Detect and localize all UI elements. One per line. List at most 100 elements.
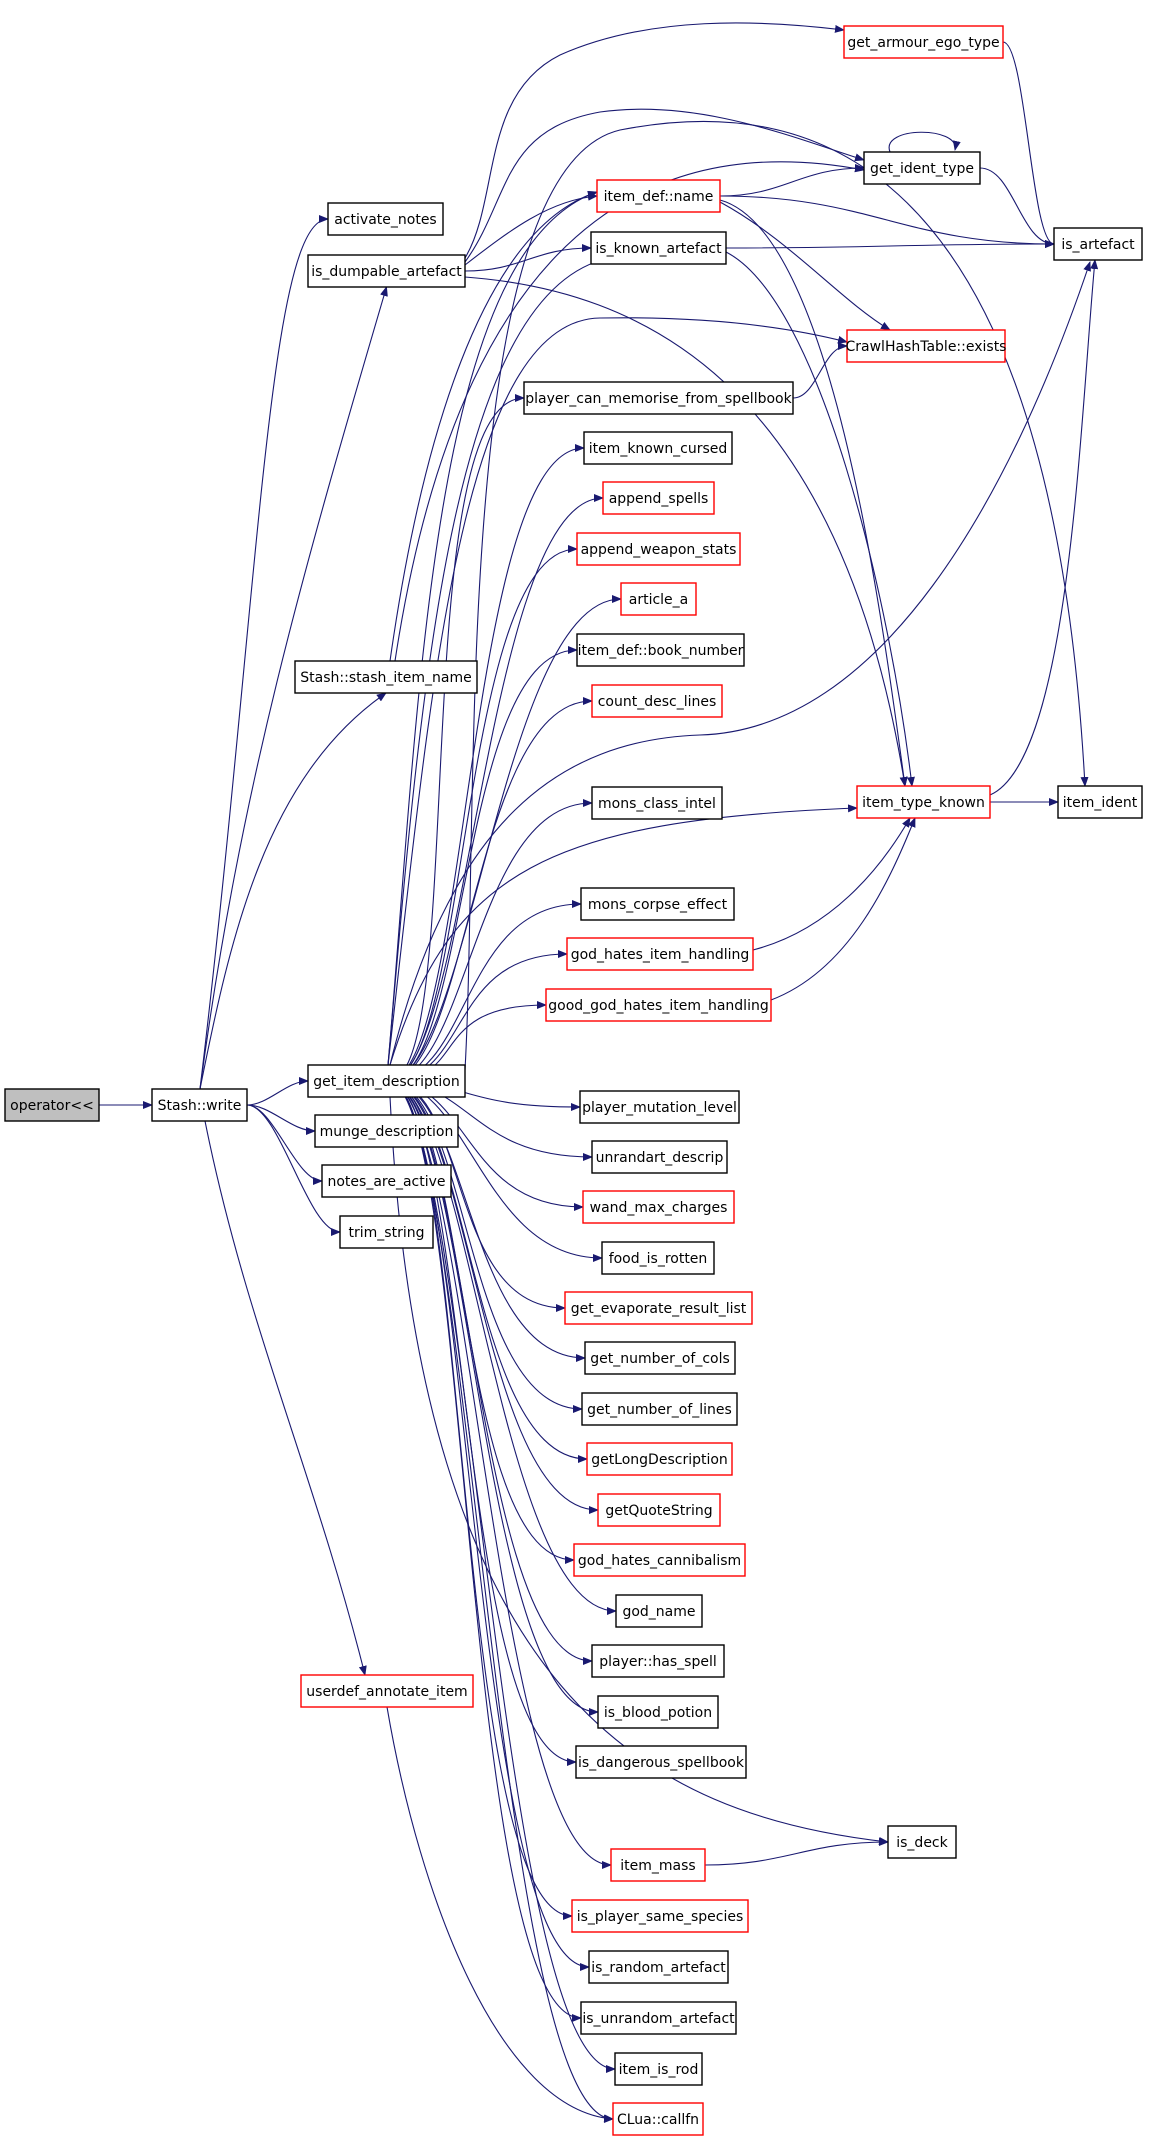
node-notes-are-active[interactable]: notes_are_active xyxy=(321,1164,452,1198)
node-label: getLongDescription xyxy=(591,1452,728,1468)
node-box xyxy=(590,231,727,265)
node-clua-callfn[interactable]: CLua::callfn xyxy=(612,2102,704,2136)
node-box xyxy=(307,1064,466,1098)
node-box xyxy=(597,1695,719,1729)
node-is-unrandom-artefact[interactable]: is_unrandom_artefact xyxy=(580,2001,737,2035)
node-box xyxy=(582,1190,735,1224)
edge-get-item-description-to-item-type-known xyxy=(389,804,858,1066)
node-box xyxy=(307,254,466,288)
node-label: notes_are_active xyxy=(327,1174,445,1190)
edge-item-def-name-to-is-artefact xyxy=(719,195,1055,248)
node-box xyxy=(564,1291,753,1325)
node-is-blood-potion[interactable]: is_blood_potion xyxy=(597,1695,719,1729)
node-label: food_is_rotten xyxy=(609,1251,708,1267)
node-item-type-known[interactable]: item_type_known xyxy=(856,785,991,819)
node-good-god-hates-item-handling[interactable]: good_god_hates_item_handling xyxy=(545,988,772,1022)
node-label: get_ident_type xyxy=(870,161,974,177)
node-stash-item-name[interactable]: Stash::stash_item_name xyxy=(294,660,478,694)
node-box xyxy=(4,1088,100,1122)
node-trim-string[interactable]: trim_string xyxy=(339,1215,434,1249)
node-layer: operator<<Stash::writeactivate_notesis_d… xyxy=(4,25,1143,2136)
node-wand-max-charges[interactable]: wand_max_charges xyxy=(582,1190,735,1224)
node-label: is_blood_potion xyxy=(604,1705,712,1721)
node-label: CLua::callfn xyxy=(617,2112,699,2128)
node-box xyxy=(294,660,478,694)
node-item-def-name[interactable]: item_def::name xyxy=(596,179,721,213)
node-append-weapon-stats[interactable]: append_weapon_stats xyxy=(576,532,741,566)
node-player-can-memorise[interactable]: player_can_memorise_from_spellbook xyxy=(523,381,794,415)
node-item-known-cursed[interactable]: item_known_cursed xyxy=(583,431,733,465)
node-god-hates-item-handling[interactable]: god_hates_item_handling xyxy=(566,937,754,971)
node-article-a[interactable]: article_a xyxy=(620,582,697,616)
edge-is-dumpable-artefact-to-get-ident-type xyxy=(464,108,865,263)
node-unrandart-descrip[interactable]: unrandart_descrip xyxy=(591,1140,728,1174)
node-item-mass[interactable]: item_mass xyxy=(610,1848,706,1882)
node-get-number-of-lines[interactable]: get_number_of_lines xyxy=(581,1392,738,1426)
node-activate-notes[interactable]: activate_notes xyxy=(327,202,444,236)
edge-item-def-name-to-item-type-known xyxy=(719,199,908,787)
edge-stash-write-to-is-dumpable-artefact xyxy=(199,286,388,1090)
node-label: wand_max_charges xyxy=(590,1200,728,1216)
node-get-number-of-cols[interactable]: get_number_of_cols xyxy=(584,1341,736,1375)
node-item-ident[interactable]: item_ident xyxy=(1057,785,1143,819)
node-is-artefact[interactable]: is_artefact xyxy=(1053,227,1143,261)
node-userdef-annotate-item[interactable]: userdef_annotate_item xyxy=(300,1674,474,1708)
node-label: god_hates_cannibalism xyxy=(578,1553,741,1569)
node-label: get_evaporate_result_list xyxy=(571,1301,747,1317)
node-stash-write[interactable]: Stash::write xyxy=(151,1088,248,1122)
node-is-deck[interactable]: is_deck xyxy=(887,1825,957,1859)
node-is-dumpable-artefact[interactable]: is_dumpable_artefact xyxy=(307,254,466,288)
node-food-is-rotten[interactable]: food_is_rotten xyxy=(601,1241,715,1275)
node-box xyxy=(566,937,754,971)
node-label: player_can_memorise_from_spellbook xyxy=(525,391,792,407)
node-mons-class-intel[interactable]: mons_class_intel xyxy=(591,786,723,820)
node-is-player-same-species[interactable]: is_player_same_species xyxy=(571,1899,749,1933)
node-box xyxy=(591,1140,728,1174)
edge-stash-write-to-notes-are-active xyxy=(246,1104,323,1185)
node-box xyxy=(1057,785,1143,819)
node-count-desc-lines[interactable]: count_desc_lines xyxy=(591,684,723,718)
node-item-is-rod[interactable]: item_is_rod xyxy=(614,2052,703,2086)
node-god-hates-cannibalism[interactable]: god_hates_cannibalism xyxy=(573,1543,746,1577)
node-append-spells[interactable]: append_spells xyxy=(602,481,715,515)
edge-get-item-description-to-is-random-artefact xyxy=(387,1080,590,1971)
node-player-has-spell[interactable]: player::has_spell xyxy=(591,1644,725,1678)
node-box xyxy=(614,2052,703,2086)
node-box xyxy=(597,1493,721,1527)
edge-get-armour-ego-type-to-is-artefact xyxy=(1002,41,1055,248)
node-getLongDescription[interactable]: getLongDescription xyxy=(586,1442,733,1476)
node-label: god_hates_item_handling xyxy=(571,947,750,963)
node-item-def-book-number[interactable]: item_def::book_number xyxy=(576,633,745,667)
node-box xyxy=(545,988,772,1022)
node-player-mutation-level[interactable]: player_mutation_level xyxy=(579,1090,740,1124)
node-box xyxy=(591,1644,725,1678)
node-getQuoteString[interactable]: getQuoteString xyxy=(597,1493,721,1527)
node-label: item_mass xyxy=(620,1858,695,1874)
node-mons-corpse-effect[interactable]: mons_corpse_effect xyxy=(580,887,735,921)
edge-god-hates-item-handling-to-item-type-known xyxy=(752,817,911,951)
node-crawlhashtable-exists[interactable]: CrawlHashTable::exists xyxy=(846,329,1007,363)
node-munge-description[interactable]: munge_description xyxy=(314,1114,459,1148)
node-box xyxy=(586,1442,733,1476)
node-get-armour-ego-type[interactable]: get_armour_ego_type xyxy=(843,25,1004,59)
node-label: get_number_of_lines xyxy=(587,1402,732,1418)
node-is-random-artefact[interactable]: is_random_artefact xyxy=(588,1950,729,1984)
node-get-item-description[interactable]: get_item_description xyxy=(307,1064,466,1098)
node-box xyxy=(856,785,991,819)
node-is-dangerous-spellbook[interactable]: is_dangerous_spellbook xyxy=(575,1745,747,1779)
node-get-evaporate-result-list[interactable]: get_evaporate_result_list xyxy=(564,1291,753,1325)
edge-stash-write-to-munge-description xyxy=(246,1104,316,1135)
node-god-name[interactable]: god_name xyxy=(615,1594,703,1628)
node-label: unrandart_descrip xyxy=(596,1150,724,1166)
edge-is-known-artefact-to-is-artefact xyxy=(725,240,1055,249)
node-box xyxy=(581,1392,738,1426)
edge-get-item-description-to-is-player-same-species xyxy=(387,1080,573,1920)
node-is-known-artefact[interactable]: is_known_artefact xyxy=(590,231,727,265)
node-label: get_number_of_cols xyxy=(590,1351,730,1367)
node-box xyxy=(580,887,735,921)
edge-get-item-description-to-item-def-book-number xyxy=(387,646,578,1082)
node-get-ident-type[interactable]: get_ident_type xyxy=(863,151,981,185)
node-box xyxy=(887,1825,957,1859)
node-box xyxy=(846,329,1006,363)
node-box xyxy=(863,151,981,185)
